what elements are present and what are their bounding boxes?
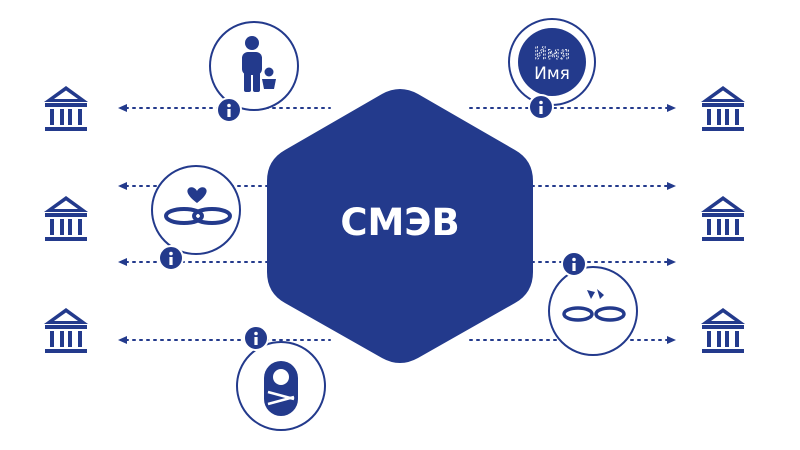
event-divorce [548,266,638,356]
bank-building-icon [44,308,88,353]
bank-building-icon [44,196,88,241]
smev-hexagon [267,89,533,363]
bank-building-icon [44,86,88,131]
name-change-icon: Имя Имя [534,44,571,84]
info-icon[interactable] [561,251,587,277]
bank-building-icon [701,196,745,241]
divorce-rings-icon [562,289,626,322]
heart-icon [187,187,207,203]
info-icon[interactable] [243,325,269,351]
arrowheads [118,104,676,344]
event-marriage [151,165,241,255]
parent-with-child-icon [242,36,276,92]
event-birth [236,341,326,431]
bank-building-icon [701,308,745,353]
info-icon[interactable] [528,94,554,120]
bank-building-icon [701,86,745,131]
event-name-change: Имя Имя [508,18,596,106]
info-icon[interactable] [158,245,184,271]
event-parent-with-child [209,21,299,111]
wedding-rings-icon [164,187,232,225]
name-new-label: Имя [534,64,570,84]
newborn-baby-icon [264,361,298,416]
info-icon[interactable] [216,97,242,123]
smev-label: СМЭВ [340,201,459,244]
name-old-label: Имя [534,44,570,64]
